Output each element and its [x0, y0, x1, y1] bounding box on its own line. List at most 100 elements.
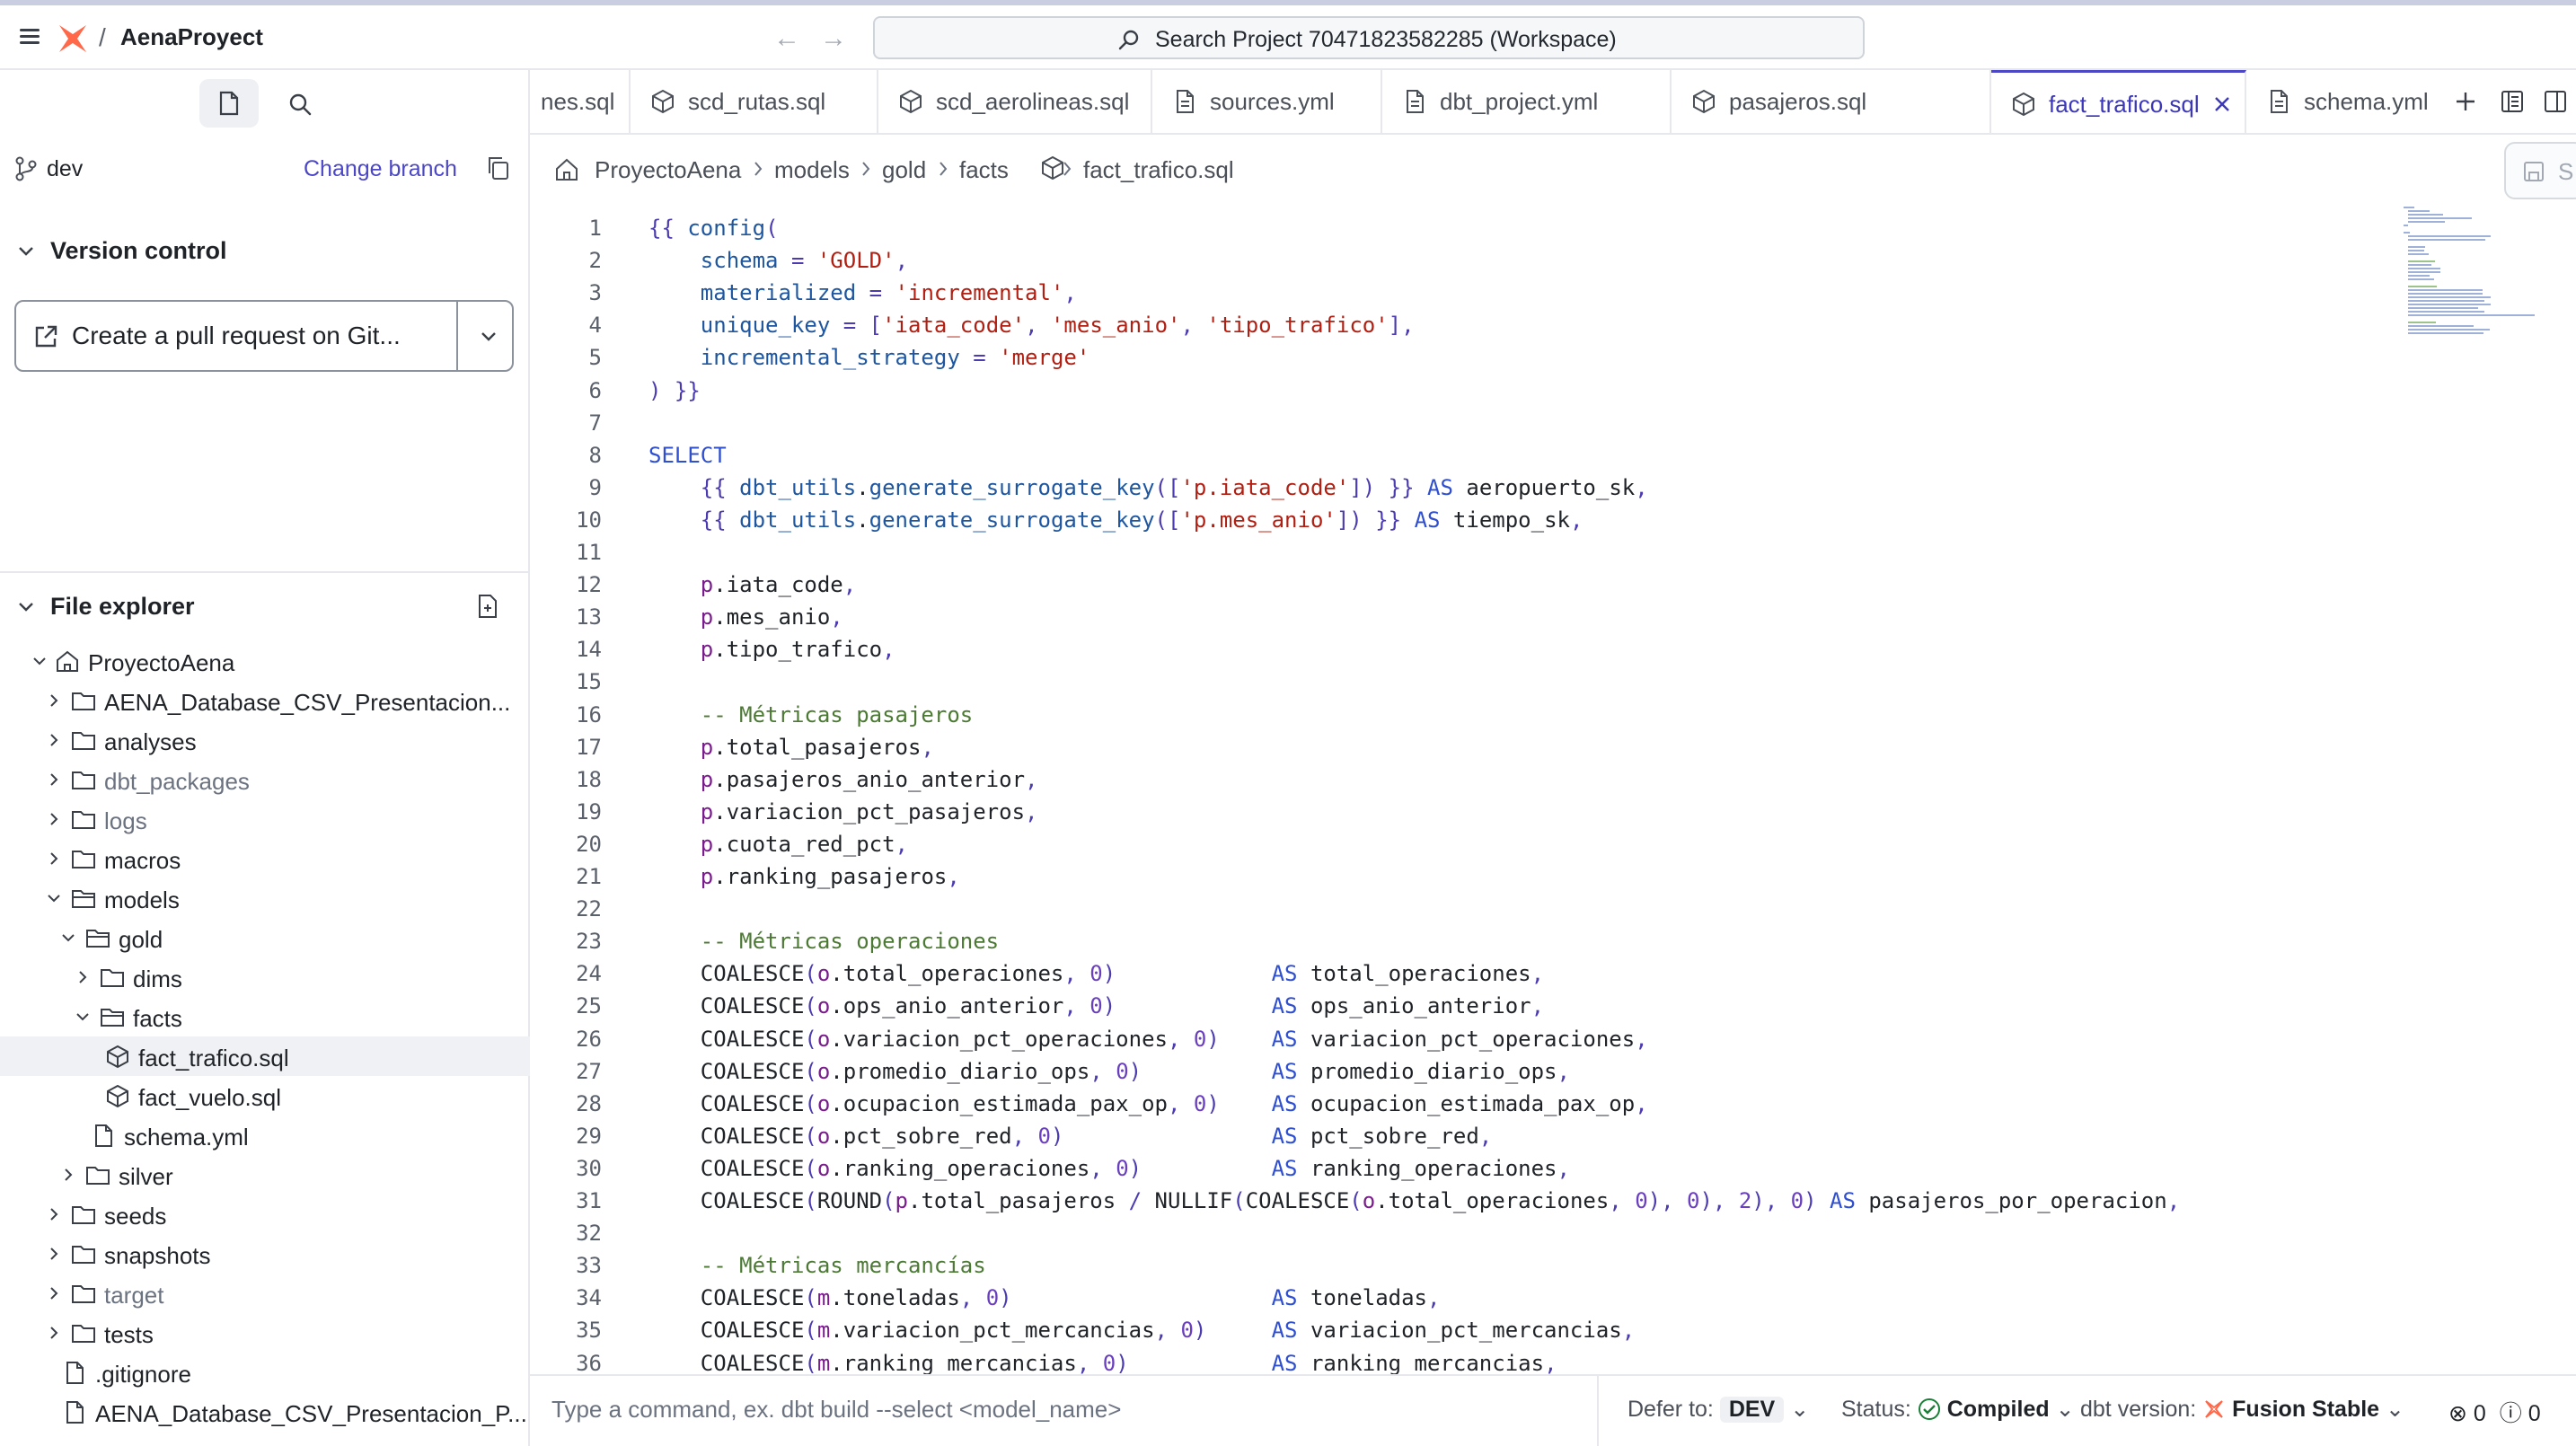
tree-item[interactable]: macros — [0, 839, 530, 878]
code-line[interactable]: 33 -- Métricas mercancías — [530, 1249, 2576, 1282]
chevron-right-icon[interactable] — [45, 771, 63, 789]
code-line[interactable]: 12 p.iata_code, — [530, 569, 2576, 601]
code-line[interactable]: 11 — [530, 536, 2576, 569]
breadcrumb-item[interactable]: gold — [882, 156, 927, 183]
code-line[interactable]: 16 -- Métricas pasajeros — [530, 699, 2576, 731]
code-line[interactable]: 7 — [530, 407, 2576, 439]
chevron-down-icon[interactable] — [74, 1008, 92, 1026]
tab-sources-yml[interactable]: sources.yml — [1152, 70, 1382, 133]
tree-item[interactable]: snapshots — [0, 1234, 530, 1274]
tree-item[interactable]: dims — [0, 957, 530, 997]
dbt-version-selector[interactable]: dbt version: Fusion Stable ⌄ — [2080, 1396, 2404, 1423]
breadcrumb-item[interactable]: facts — [959, 156, 1009, 183]
code-line[interactable]: 13 p.mes_anio, — [530, 601, 2576, 633]
code-line[interactable]: 36 COALESCE(m.ranking_mercancias, 0) AS … — [530, 1347, 2576, 1375]
tree-item[interactable]: silver — [0, 1155, 530, 1195]
tree-item[interactable]: gold — [0, 918, 530, 957]
code-line[interactable]: 6) }} — [530, 375, 2576, 407]
code-line[interactable]: 35 COALESCE(m.variacion_pct_mercancias, … — [530, 1314, 2576, 1346]
chevron-right-icon[interactable] — [45, 850, 63, 868]
version-control-header[interactable]: Version control — [0, 228, 530, 273]
code-line[interactable]: 15 — [530, 666, 2576, 698]
files-tab[interactable] — [199, 79, 259, 128]
code-line[interactable]: 22 — [530, 893, 2576, 925]
tab-dbt_project-yml[interactable]: dbt_project.yml — [1382, 70, 1672, 133]
tab-pasajeros-sql[interactable]: pasajeros.sql — [1672, 70, 1991, 133]
chevron-down-icon[interactable] — [59, 929, 77, 947]
chevron-down-icon[interactable] — [31, 652, 49, 670]
chevron-right-icon[interactable] — [45, 1245, 63, 1263]
menu-icon[interactable] — [20, 29, 40, 44]
layout-icon[interactable] — [2499, 88, 2526, 115]
tree-item[interactable]: .gitignore — [0, 1353, 530, 1392]
chevron-right-icon[interactable] — [45, 1284, 63, 1302]
tree-item[interactable]: AENA_Database_CSV_Presentacion... — [0, 681, 530, 720]
back-arrow-icon[interactable]: ← — [773, 23, 800, 53]
command-input[interactable]: Type a command, ex. dbt build --select <… — [551, 1396, 1122, 1423]
breadcrumb-item[interactable]: models — [774, 156, 850, 183]
save-button[interactable]: S — [2504, 142, 2576, 199]
tree-item[interactable]: seeds — [0, 1195, 530, 1234]
code-line[interactable]: 29 COALESCE(o.pct_sobre_red, 0) AS pct_s… — [530, 1120, 2576, 1152]
tree-item[interactable]: dbt_packages — [0, 760, 530, 799]
tree-item[interactable]: facts — [0, 997, 530, 1036]
chevron-right-icon[interactable] — [45, 1324, 63, 1342]
code-line[interactable]: 24 COALESCE(o.total_operaciones, 0) AS t… — [530, 957, 2576, 990]
create-pull-request-button[interactable]: Create a pull request on Git... — [14, 300, 514, 372]
code-line[interactable]: 21 p.ranking_pasajeros, — [530, 860, 2576, 893]
chevron-right-icon[interactable] — [45, 1205, 63, 1223]
tab-fact_trafico-sql[interactable]: fact_trafico.sql — [1991, 70, 2246, 133]
tab-scd_aerolineas-sql[interactable]: scd_aerolineas.sql — [878, 70, 1152, 133]
code-line[interactable]: 27 COALESCE(o.promedio_diario_ops, 0) AS… — [530, 1055, 2576, 1088]
chevron-down-icon[interactable] — [478, 325, 499, 347]
breadcrumb-item[interactable]: ProyectoAena — [595, 156, 742, 183]
tab-scd_rutas-sql[interactable]: scd_rutas.sql — [631, 70, 878, 133]
code-line[interactable]: 20 p.cuota_red_pct, — [530, 828, 2576, 860]
code-line[interactable]: 2 schema = 'GOLD', — [530, 244, 2576, 277]
chevron-right-icon[interactable] — [59, 1166, 77, 1184]
close-icon[interactable] — [2212, 94, 2232, 114]
chevron-right-icon[interactable] — [74, 968, 92, 986]
tree-item[interactable]: models — [0, 878, 530, 918]
new-file-icon[interactable] — [474, 593, 501, 620]
code-line[interactable]: 34 COALESCE(m.toneladas, 0) AS toneladas… — [530, 1282, 2576, 1314]
code-line[interactable]: 23 -- Métricas operaciones — [530, 925, 2576, 957]
project-search-bar[interactable]: Search Project 70471823582285 (Workspace… — [873, 16, 1865, 59]
code-line[interactable]: 31 COALESCE(ROUND(p.total_pasajeros / NU… — [530, 1185, 2576, 1217]
tree-item[interactable]: fact_vuelo.sql — [0, 1076, 530, 1115]
code-line[interactable]: 25 COALESCE(o.ops_anio_anterior, 0) AS o… — [530, 990, 2576, 1022]
code-line[interactable]: 14 p.tipo_trafico, — [530, 633, 2576, 666]
project-title[interactable]: AenaProyect — [120, 23, 263, 50]
tree-item[interactable]: tests — [0, 1313, 530, 1353]
chevron-down-icon[interactable] — [45, 889, 63, 907]
tree-item[interactable]: analyses — [0, 720, 530, 760]
defer-selector[interactable]: Defer to: DEV ⌄ — [1628, 1396, 1809, 1423]
code-line[interactable]: 17 p.total_pasajeros, — [530, 731, 2576, 763]
code-line[interactable]: 4 unique_key = ['iata_code', 'mes_anio',… — [530, 309, 2576, 341]
chevron-right-icon[interactable] — [45, 731, 63, 749]
code-line[interactable]: 3 materialized = 'incremental', — [530, 277, 2576, 309]
minimap[interactable] — [2404, 207, 2547, 386]
search-tab[interactable] — [269, 79, 329, 128]
tree-item[interactable]: ProyectoAena — [0, 641, 530, 681]
code-line[interactable]: 18 p.pasajeros_anio_anterior, — [530, 763, 2576, 796]
tab-nes-sql[interactable]: nes.sql — [530, 70, 631, 133]
problems-counter[interactable]: ⊗ 0 ⓘ 0 — [2448, 1396, 2541, 1428]
tree-item[interactable]: schema.yml — [0, 1115, 530, 1155]
split-view-icon[interactable] — [2542, 88, 2569, 115]
code-line[interactable]: 1{{ config( — [530, 212, 2576, 244]
tree-item[interactable]: fact_trafico.sql — [0, 1036, 530, 1076]
code-line[interactable]: 5 incremental_strategy = 'merge' — [530, 341, 2576, 374]
tab-schema-yml[interactable]: schema.yml — [2246, 70, 2453, 133]
tree-item[interactable]: target — [0, 1274, 530, 1313]
code-editor[interactable]: 1{{ config(2 schema = 'GOLD',3 materiali… — [530, 205, 2576, 1374]
change-branch-link[interactable]: Change branch — [304, 156, 457, 181]
tree-item[interactable]: AENA_Database_CSV_Presentacion_P... — [0, 1392, 530, 1432]
code-line[interactable]: 32 — [530, 1217, 2576, 1249]
breadcrumb-item[interactable]: fact_trafico.sql — [1083, 156, 1234, 183]
status-indicator[interactable]: Status: Compiled ⌄ — [1841, 1396, 2075, 1423]
chevron-right-icon[interactable] — [45, 692, 63, 710]
tree-item[interactable]: logs — [0, 799, 530, 839]
code-line[interactable]: 10 {{ dbt_utils.generate_surrogate_key([… — [530, 504, 2576, 536]
add-tab-icon[interactable] — [2452, 88, 2479, 115]
